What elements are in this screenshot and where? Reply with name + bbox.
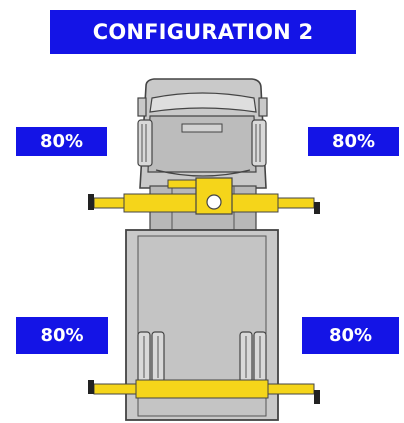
truck-cab [137, 78, 268, 189]
rear-lift-beam [88, 379, 320, 404]
rear-right-percentage: 80% [302, 317, 399, 354]
front-left-percentage: 80% [16, 127, 107, 156]
front-left-wheel [137, 119, 153, 167]
rear-left-wheels [137, 331, 165, 383]
front-right-wheel [251, 119, 267, 167]
configuration-title: CONFIGURATION 2 [50, 10, 356, 54]
front-lift-beam [88, 177, 320, 215]
front-right-percentage: 80% [308, 127, 399, 156]
rear-left-percentage: 80% [16, 317, 108, 354]
